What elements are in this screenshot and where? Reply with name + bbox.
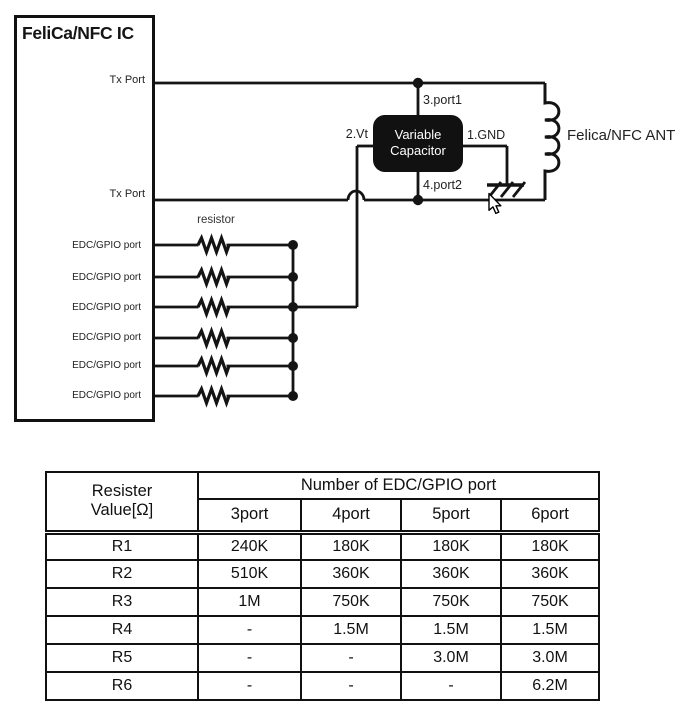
cell: 180K bbox=[400, 531, 502, 561]
capacitor-label-line1: Variable bbox=[394, 127, 442, 142]
table-row: R5 - - 3.0M 3.0M bbox=[45, 643, 600, 673]
cell: 360K bbox=[500, 559, 600, 589]
table-corner-header: Resister Value[Ω] bbox=[45, 471, 199, 535]
mouse-cursor-icon bbox=[488, 192, 502, 215]
gpio-port-label-2: EDC/GPIO port bbox=[72, 272, 141, 283]
resistor-value-table: Resister Value[Ω] Number of EDC/GPIO por… bbox=[45, 471, 600, 701]
row-name: R1 bbox=[45, 531, 199, 561]
cell: 750K bbox=[500, 587, 600, 617]
cell: 750K bbox=[300, 587, 402, 617]
cell: - bbox=[197, 615, 302, 645]
cell: 3.0M bbox=[400, 643, 502, 673]
gpio-port-label-3: EDC/GPIO port bbox=[72, 302, 141, 313]
pin-label-vt: 2.Vt bbox=[345, 127, 368, 141]
row-name: R6 bbox=[45, 671, 199, 701]
table-row: R3 1M 750K 750K 750K bbox=[45, 587, 600, 617]
corner-header-line2: Value[Ω] bbox=[90, 501, 154, 520]
row-name: R5 bbox=[45, 643, 199, 673]
row-name: R2 bbox=[45, 559, 199, 589]
pin-label-port1: 3.port1 bbox=[423, 93, 462, 107]
col-header-6port: 6port bbox=[500, 498, 600, 535]
capacitor-label-line2: Capacitor bbox=[390, 143, 446, 158]
cell: - bbox=[197, 671, 302, 701]
table-group-header: Number of EDC/GPIO port bbox=[197, 471, 600, 500]
antenna-label: Felica/NFC ANT bbox=[567, 127, 676, 144]
cell: 750K bbox=[400, 587, 502, 617]
pin-gnd-wire bbox=[463, 144, 509, 184]
cell: 1.5M bbox=[400, 615, 502, 645]
col-header-3port: 3port bbox=[197, 498, 302, 535]
cell: 3.0M bbox=[500, 643, 600, 673]
gpio-port-label-5: EDC/GPIO port bbox=[72, 360, 141, 371]
corner-header-line1: Resister bbox=[91, 482, 153, 501]
cell: 6.2M bbox=[500, 671, 600, 701]
cell: - bbox=[400, 671, 502, 701]
cell: 510K bbox=[197, 559, 302, 589]
cell: 1M bbox=[197, 587, 302, 617]
table-row: R1 240K 180K 180K 180K bbox=[45, 531, 600, 561]
circuit-wiring bbox=[155, 77, 561, 408]
row-name: R4 bbox=[45, 615, 199, 645]
cell: - bbox=[197, 643, 302, 673]
col-header-5port: 5port bbox=[400, 498, 502, 535]
col-header-4port: 4port bbox=[300, 498, 402, 535]
pin-label-gnd: 1.GND bbox=[467, 128, 506, 142]
felica-nfc-ic-block bbox=[14, 15, 155, 422]
gpio-port-label-6: EDC/GPIO port bbox=[72, 390, 141, 401]
tx-port-label-2: Tx Port bbox=[109, 188, 145, 200]
gpio-port-label-1: EDC/GPIO port bbox=[72, 240, 141, 251]
table-row: R2 510K 360K 360K 360K bbox=[45, 559, 600, 589]
cell: 360K bbox=[300, 559, 402, 589]
cell: 1.5M bbox=[300, 615, 402, 645]
pin-label-port2: 4.port2 bbox=[423, 178, 462, 192]
resistor-icons bbox=[196, 233, 231, 408]
resistor-label: resistor bbox=[197, 214, 235, 226]
cell: 180K bbox=[300, 531, 402, 561]
ground-icon bbox=[487, 181, 527, 198]
tx-port-label-1: Tx Port bbox=[109, 74, 145, 86]
table-row: R6 - - - 6.2M bbox=[45, 671, 600, 701]
ic-title: FeliCa/NFC IC bbox=[22, 23, 134, 43]
cell: - bbox=[300, 643, 402, 673]
cell: - bbox=[300, 671, 402, 701]
variable-capacitor-block: Variable Capacitor bbox=[373, 115, 463, 172]
cell: 180K bbox=[500, 531, 600, 561]
cell: 1.5M bbox=[500, 615, 600, 645]
row-name: R3 bbox=[45, 587, 199, 617]
cell: 360K bbox=[400, 559, 502, 589]
antenna-coil-icon bbox=[543, 83, 561, 200]
cell: 240K bbox=[197, 531, 302, 561]
gpio-port-label-4: EDC/GPIO port bbox=[72, 332, 141, 343]
table-row: R4 - 1.5M 1.5M 1.5M bbox=[45, 615, 600, 645]
junction-dots bbox=[288, 77, 424, 401]
